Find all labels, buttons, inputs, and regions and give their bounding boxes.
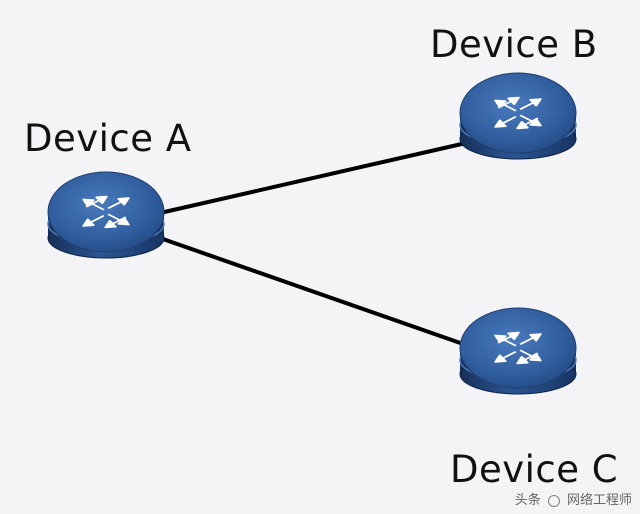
device-b-router-icon[interactable]	[460, 73, 576, 159]
device-a-label: Device A	[24, 117, 192, 160]
device-c-label: Device C	[450, 448, 619, 491]
device-b-label: Device B	[430, 23, 598, 66]
watermark-left-text: 头条	[514, 493, 541, 508]
watermark-right-text: 网络工程师	[566, 493, 632, 508]
link-a-b	[158, 141, 468, 215]
device-c-router-icon[interactable]	[460, 308, 576, 394]
device-a-router-icon[interactable]	[48, 172, 164, 258]
watermark: 头条 网络工程师	[515, 489, 632, 508]
link-a-c	[158, 236, 468, 347]
watermark-logo-icon	[547, 494, 560, 507]
